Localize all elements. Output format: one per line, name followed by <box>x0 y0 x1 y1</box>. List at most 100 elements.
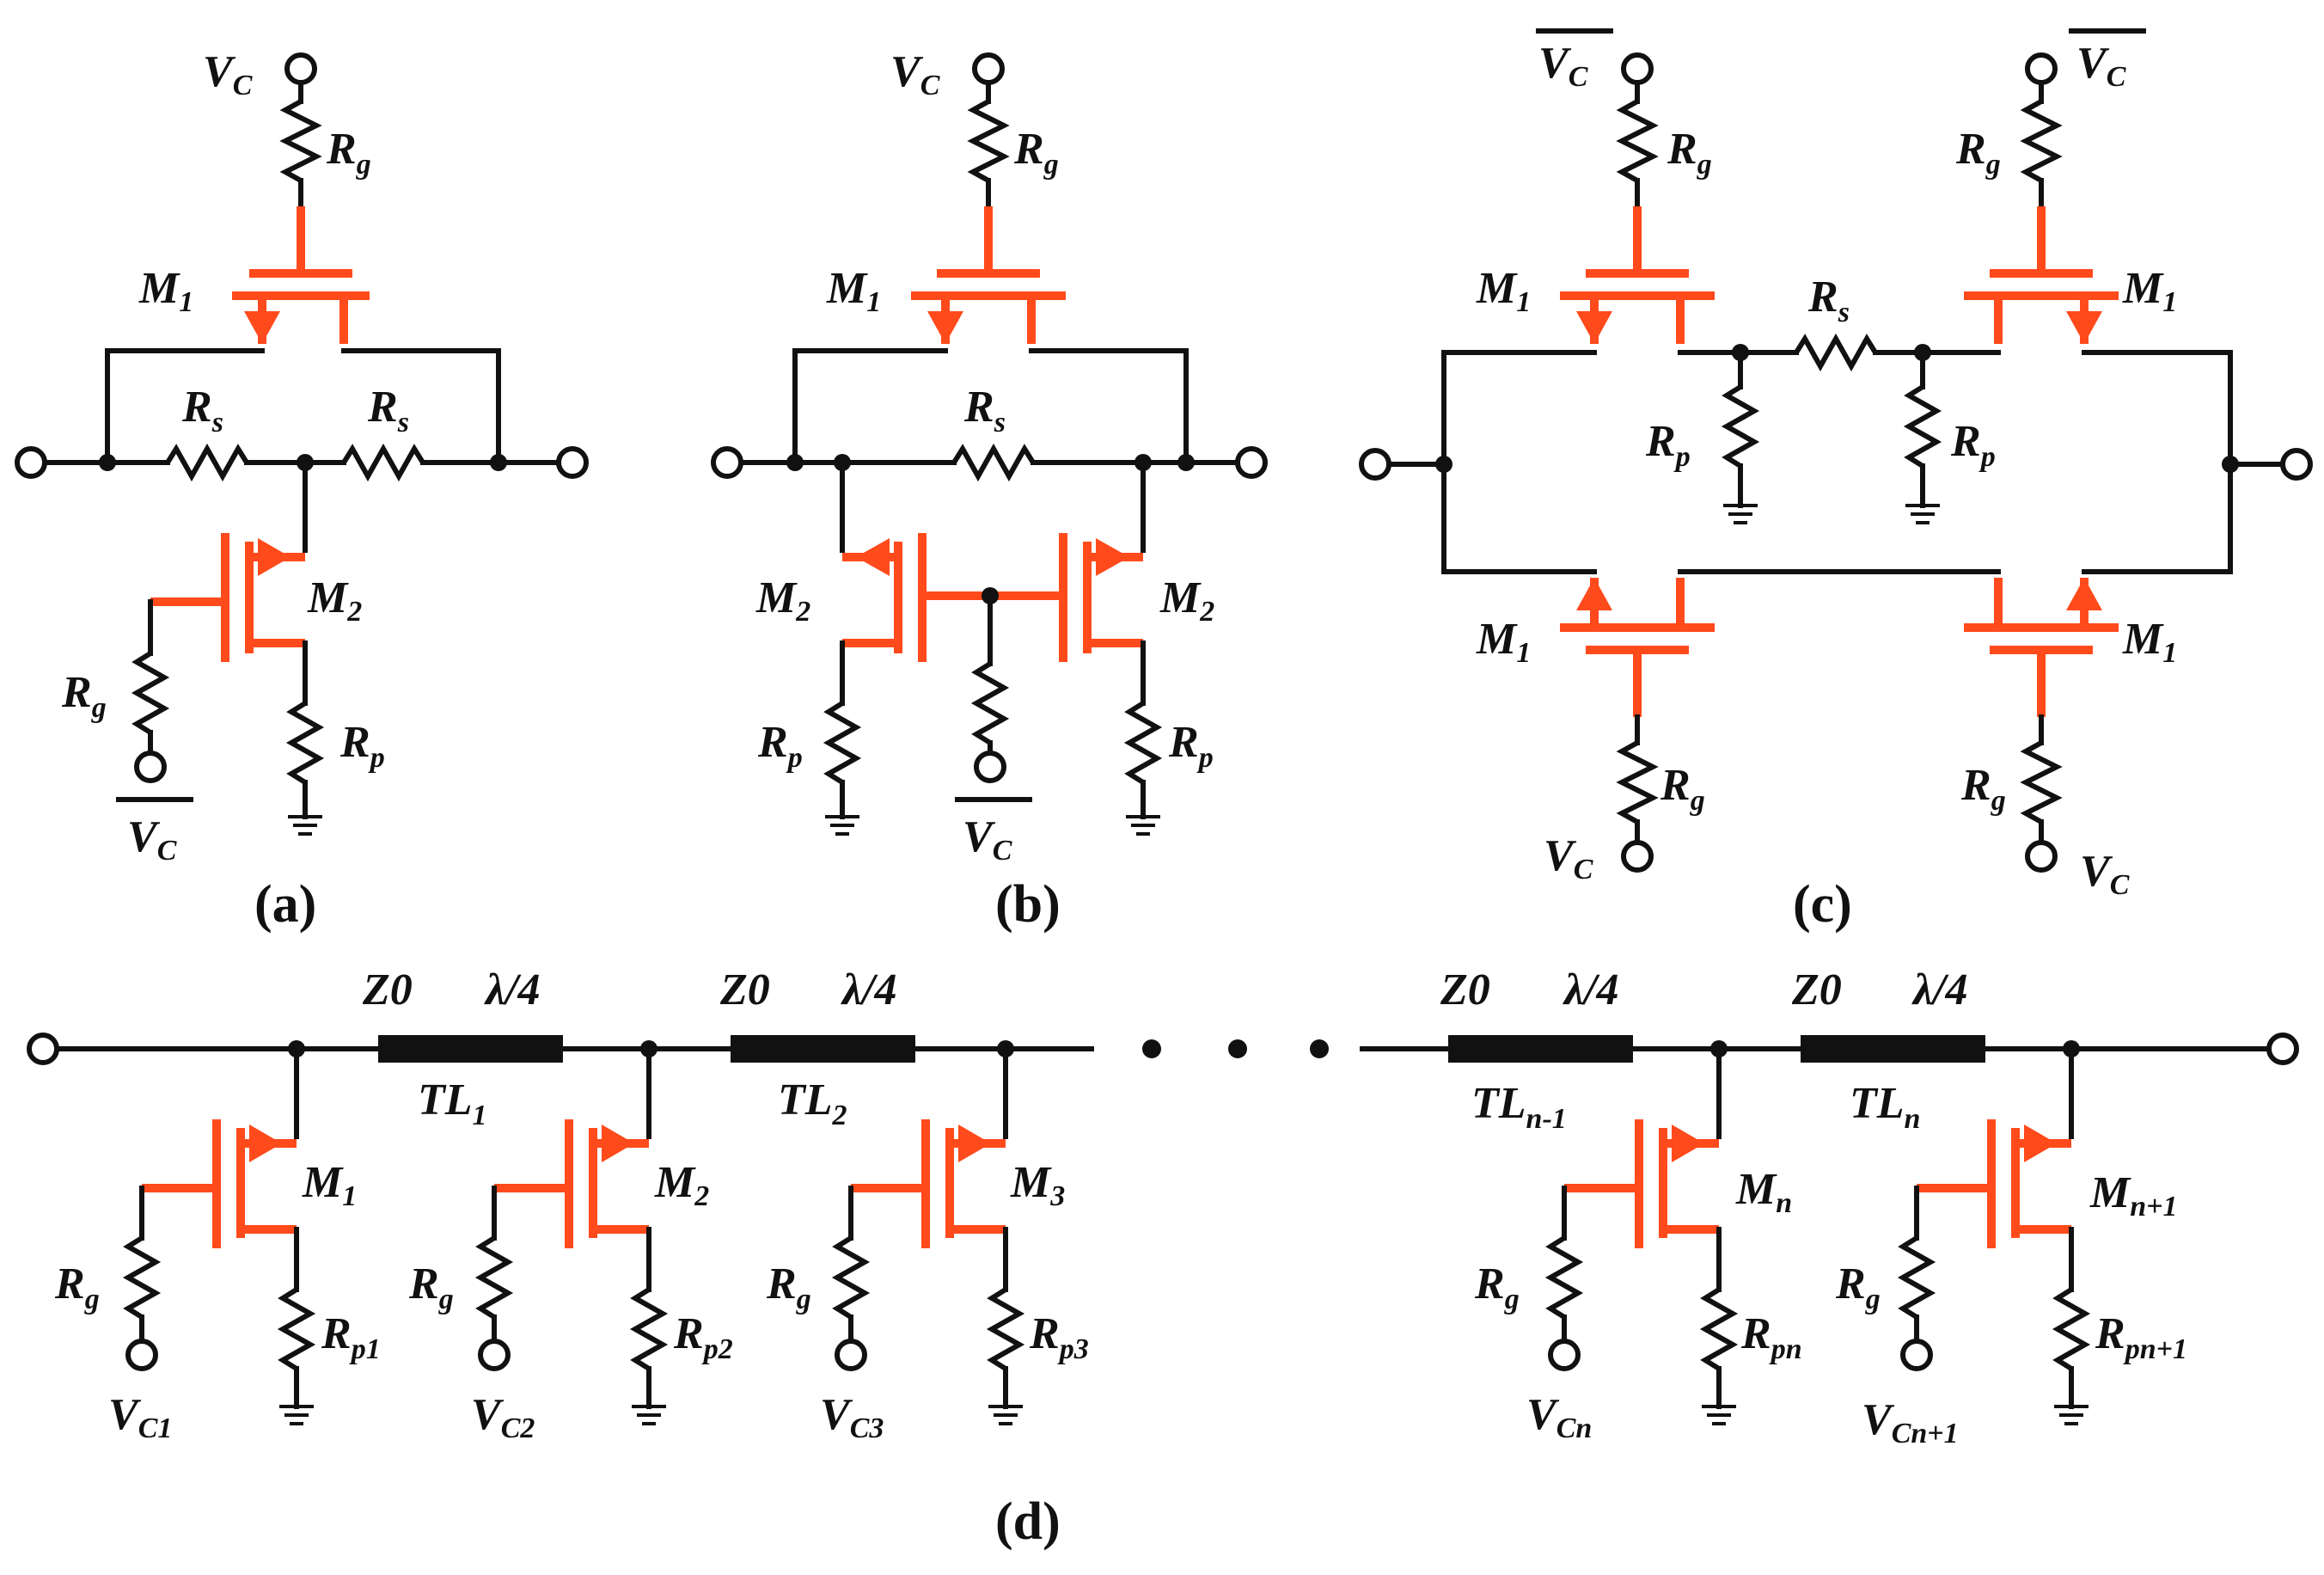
vc-bar-terminal <box>134 751 167 783</box>
svg-text:VC: VC <box>1544 831 1593 886</box>
svg-text:Rg: Rg <box>1960 761 2006 817</box>
rs-resistor <box>951 443 1036 482</box>
m3-transistor <box>851 1119 1006 1248</box>
svg-text:Rg: Rg <box>766 1259 811 1315</box>
panel-caption: (d) <box>995 1492 1061 1551</box>
svg-text:Z0: Z0 <box>1440 965 1490 1014</box>
rg-resistor <box>279 99 322 183</box>
svg-text:Rs: Rs <box>181 383 223 438</box>
svg-text:VC: VC <box>2080 847 2130 901</box>
svg-text:Rp: Rp <box>1645 417 1691 473</box>
ground-icon <box>1723 504 1758 524</box>
svg-text:Rg: Rg <box>1474 1259 1520 1315</box>
ellipsis-dot <box>1142 1039 1161 1058</box>
vc-terminal <box>835 1339 867 1371</box>
svg-text:Rp: Rp <box>757 718 803 774</box>
rg-resistor <box>1897 1235 1936 1320</box>
transmission-line <box>1448 1035 1633 1063</box>
rp-resistor <box>1903 384 1942 469</box>
svg-text:Rg: Rg <box>408 1259 454 1315</box>
rp-resistor <box>2052 1287 2091 1371</box>
svg-text:M1: M1 <box>2122 615 2177 669</box>
ground-icon <box>988 1405 1023 1425</box>
ellipsis-dot <box>1310 1039 1329 1058</box>
svg-text:M2: M2 <box>755 573 810 628</box>
panel-b: VC Rg M1 Rs M2 M2 Rp Rp VC (b) <box>711 47 1268 934</box>
svg-text:λ/4: λ/4 <box>1563 965 1619 1014</box>
svg-text:λ/4: λ/4 <box>1911 965 1968 1014</box>
svg-text:Z0: Z0 <box>719 965 770 1014</box>
svg-text:Rp3: Rp3 <box>1029 1309 1089 1365</box>
ground-icon <box>1905 504 1940 524</box>
svg-text:M1: M1 <box>302 1158 357 1212</box>
m1-transistor <box>232 206 370 344</box>
input-terminal <box>1359 448 1391 481</box>
svg-text:VC: VC <box>890 47 940 101</box>
svg-text:λ/4: λ/4 <box>484 965 541 1014</box>
ground-icon <box>2054 1405 2089 1425</box>
svg-text:Rs: Rs <box>963 383 1006 438</box>
rp-resistor <box>1123 701 1163 785</box>
svg-text:Rg: Rg <box>1660 761 1705 817</box>
svg-text:M2: M2 <box>654 1158 709 1212</box>
m1-transistor <box>142 1119 297 1248</box>
svg-text:λ/4: λ/4 <box>841 965 897 1014</box>
rg-resistor <box>967 99 1010 183</box>
svg-text:M2: M2 <box>1159 573 1214 628</box>
vc-bar-terminal <box>1621 52 1654 85</box>
vc-label: C <box>233 70 253 101</box>
svg-text:M1: M1 <box>1476 264 1531 318</box>
vc-bar-terminal <box>2025 52 2058 85</box>
vc-terminal <box>125 1339 158 1371</box>
input-terminal <box>711 446 743 479</box>
svg-text:Rg: Rg <box>61 668 107 724</box>
rg-resistor <box>2020 99 2063 183</box>
svg-text:VC: VC <box>127 812 177 867</box>
rg-resistor <box>2020 740 2063 824</box>
svg-text:VC3: VC3 <box>820 1390 884 1444</box>
svg-text:Z0: Z0 <box>1791 965 1842 1014</box>
mn1-transistor <box>1917 1119 2071 1248</box>
m1-transistor <box>1560 206 1715 344</box>
rg-resistor <box>474 1235 514 1320</box>
panel-d: Z0 λ/4 TL1 Z0 λ/4 TL2 Z0 λ/4 TLn-1 Z0 λ/… <box>27 965 2299 1551</box>
rg-resistor <box>1616 99 1659 183</box>
rp-resistor <box>986 1287 1025 1371</box>
svg-text:TLn-1: TLn-1 <box>1471 1079 1567 1135</box>
input-terminal <box>27 1033 59 1065</box>
vc-terminal <box>1621 840 1654 873</box>
rs-resistor <box>165 443 249 482</box>
svg-text:M1: M1 <box>1476 615 1531 669</box>
panel-caption: (c) <box>1793 875 1852 934</box>
input-terminal <box>15 446 47 479</box>
svg-text:M1: M1 <box>2122 264 2177 318</box>
ground-icon <box>288 815 322 836</box>
rp-resistor <box>1699 1287 1739 1371</box>
rp-resistor <box>823 701 862 785</box>
rp-resistor <box>277 1287 316 1371</box>
rs-resistor <box>1794 333 1878 372</box>
svg-text:M3: M3 <box>1010 1158 1065 1212</box>
svg-text:Rp: Rp <box>1168 718 1214 774</box>
m2-transistor <box>150 533 305 662</box>
m1-transistor <box>911 206 1066 344</box>
ground-icon <box>825 815 859 836</box>
m1-transistor <box>1560 578 1715 717</box>
vc-terminal <box>284 52 317 85</box>
output-terminal <box>1235 446 1268 479</box>
vc-terminal <box>1548 1339 1581 1371</box>
ground-icon <box>1126 815 1160 836</box>
svg-text:VC: VC <box>2076 39 2126 93</box>
svg-text:M2: M2 <box>307 573 362 628</box>
rg-resistor <box>831 1235 871 1320</box>
svg-text:TL1: TL1 <box>418 1076 487 1131</box>
svg-text:TL2: TL2 <box>778 1076 847 1131</box>
vc-terminal <box>478 1339 511 1371</box>
svg-text:Rg: Rg <box>1955 125 2001 181</box>
rp-resistor <box>285 701 325 785</box>
svg-text:Rg: Rg <box>1667 125 1712 181</box>
svg-text:Rpn: Rpn <box>1740 1309 1802 1365</box>
transmission-line <box>1801 1035 1985 1063</box>
svg-text:Rp: Rp <box>339 718 385 774</box>
